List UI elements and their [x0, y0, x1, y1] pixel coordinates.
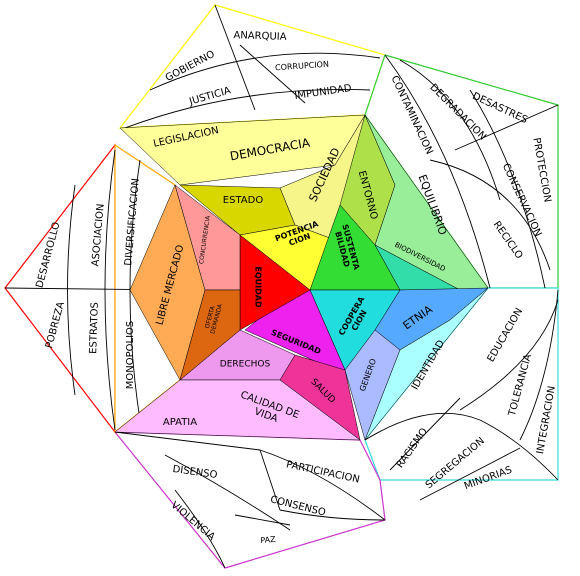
inner-hexagon: [114, 114, 489, 441]
region-oferta: [179, 289, 241, 381]
label-anarquia: ANARQUIA: [233, 30, 287, 43]
label-derechos: DERECHOS: [220, 360, 271, 370]
outer-frame: [4, 4, 559, 569]
label-estratos: ESTRATOS: [88, 302, 101, 354]
label-equidad: EQUIDAD: [254, 266, 263, 308]
region-identidad: [364, 287, 489, 441]
label-paz: PAZ: [260, 535, 277, 545]
label-apatia: APATIA: [163, 417, 197, 428]
region-calidad: [114, 379, 361, 441]
label-estado: ESTADO: [223, 195, 264, 206]
frame-top-yellow: [118, 4, 386, 129]
frame-bottom-magenta: [113, 431, 386, 569]
label-corrupcion: CORRUPCION: [275, 60, 329, 73]
label-monopolios: MONOPOLIOS: [125, 321, 136, 390]
label-asociacion: ASOCIACION: [90, 203, 106, 267]
outer-dividers: [4, 4, 559, 569]
